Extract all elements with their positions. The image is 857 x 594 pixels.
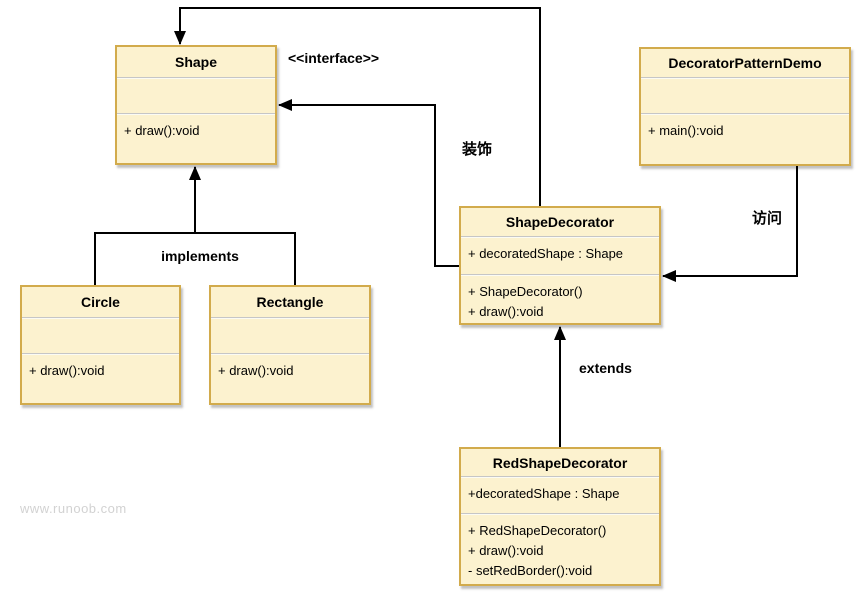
connector-decorates-shape (278, 99, 459, 267)
class-box-shape-decorator: ShapeDecorator + decoratedShape : Shape … (459, 206, 661, 325)
class-box-shape: Shape + draw():void (115, 45, 277, 165)
class-title-rectangle: Rectangle (256, 294, 324, 310)
attributes-section-red-shape-decorator: +decoratedShape : Shape (461, 478, 659, 513)
label-access-zh: 访问 (752, 210, 783, 227)
attributes-section-shape-decorator: + decoratedShape : Shape (461, 238, 659, 274)
attributes-section-shape (117, 79, 275, 113)
class-method: + draw():void (468, 304, 544, 319)
class-method: + draw():void (124, 123, 200, 138)
methods-section-shape: + draw():void (117, 115, 275, 163)
class-method: - setRedBorder():void (468, 563, 593, 578)
class-title-circle: Circle (81, 294, 120, 310)
class-title-decorator-pattern-demo: DecoratorPatternDemo (668, 55, 822, 71)
class-box-rectangle: Rectangle + draw():void (209, 285, 371, 405)
class-box-decorator-pattern-demo: DecoratorPatternDemo + main():void (639, 47, 851, 166)
methods-section-shape-decorator: + ShapeDecorator() + draw():void (461, 276, 659, 323)
class-attribute: +decoratedShape : Shape (468, 486, 620, 501)
class-method: + draw():void (218, 363, 294, 378)
methods-section-demo: + main():void (641, 115, 849, 164)
class-method: + draw():void (29, 363, 105, 378)
label-implements: implements (161, 248, 239, 264)
class-method: + draw():void (468, 543, 544, 558)
section-divider (461, 236, 659, 238)
section-divider (641, 77, 849, 79)
label-decorate-zh: 装饰 (462, 141, 493, 158)
class-attribute: + decoratedShape : Shape (468, 246, 624, 261)
class-title-red-shape-decorator: RedShapeDecorator (492, 454, 628, 471)
class-box-red-shape-decorator: RedShapeDecorator +decoratedShape : Shap… (459, 447, 661, 586)
methods-section-red-shape-decorator: + RedShapeDecorator() + draw():void - se… (461, 515, 659, 584)
label-interface-stereotype: <<interface>> (288, 50, 380, 66)
watermark: www.runoob.com (20, 501, 127, 516)
section-divider (211, 317, 369, 319)
section-divider (461, 513, 659, 515)
methods-section-rectangle: + draw():void (211, 355, 369, 403)
attributes-section-rectangle (211, 319, 369, 353)
class-title-shape: Shape (174, 54, 217, 70)
class-box-circle: Circle + draw():void (20, 285, 181, 405)
section-divider (461, 476, 659, 478)
class-method: + main():void (648, 123, 724, 138)
attributes-section-demo (641, 79, 849, 113)
label-extends: extends (579, 360, 632, 376)
section-divider (22, 317, 179, 319)
section-divider (211, 353, 369, 355)
attributes-section-circle (22, 319, 179, 353)
class-method: + ShapeDecorator() (468, 284, 583, 299)
section-divider (22, 353, 179, 355)
methods-section-circle: + draw():void (22, 355, 179, 403)
section-divider (641, 113, 849, 115)
section-divider (461, 274, 659, 276)
class-title-shape-decorator: ShapeDecorator (505, 214, 615, 230)
class-method: + RedShapeDecorator() (468, 523, 607, 538)
